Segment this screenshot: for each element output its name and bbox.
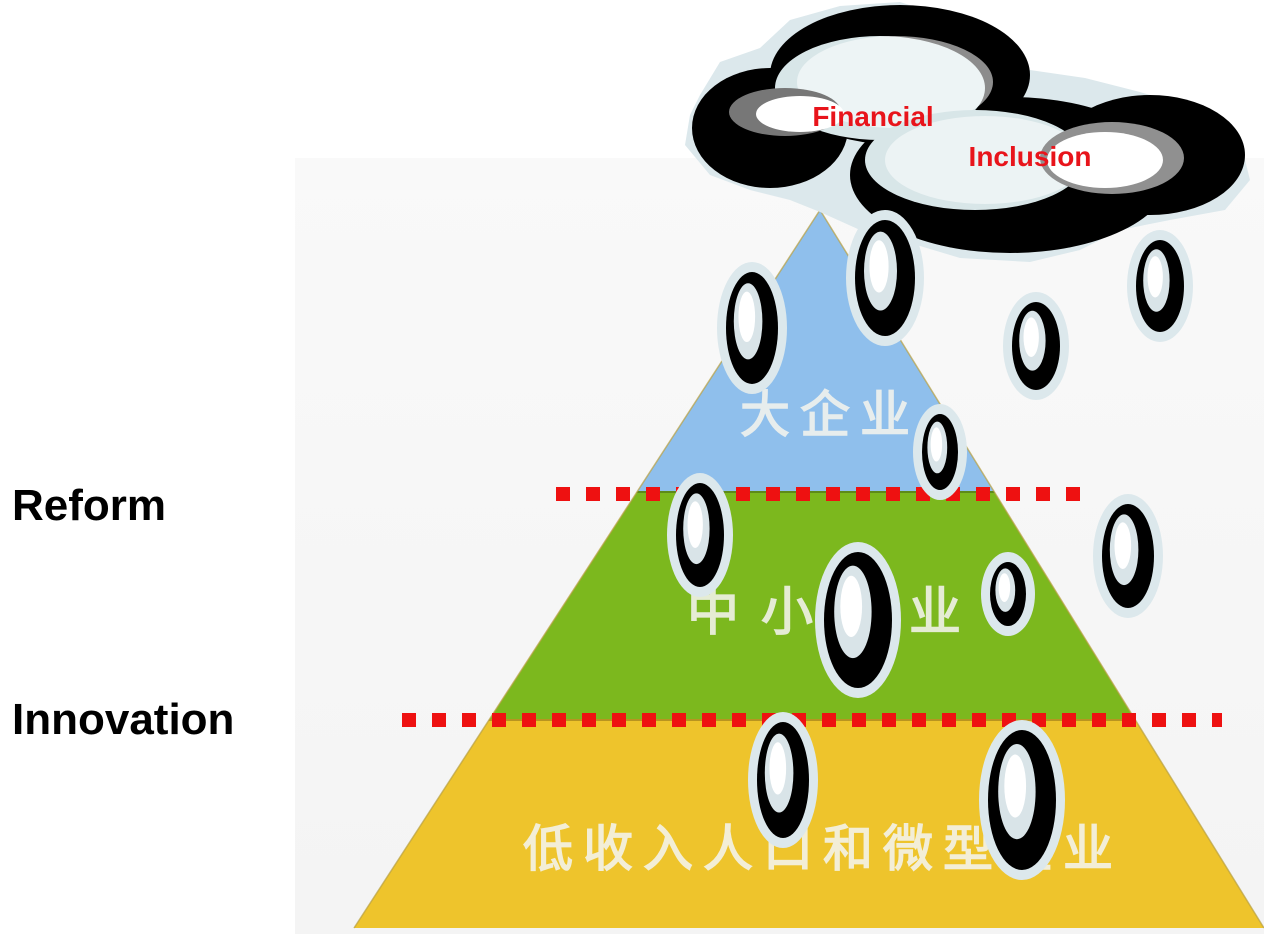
cloud-text-line1: Financial (812, 101, 933, 132)
raindrop-icon (846, 210, 924, 346)
raindrop-icon (1127, 230, 1193, 342)
raindrop-icon (748, 712, 818, 848)
raindrop-icon (913, 404, 967, 500)
raindrop-icon (981, 552, 1035, 636)
raindrops (667, 210, 1193, 880)
raindrop-icon (667, 473, 733, 597)
reform-label: Reform (12, 481, 167, 530)
raindrop-icon (1093, 494, 1163, 618)
raindrop-icon (979, 720, 1065, 880)
raindrop-icon (717, 262, 787, 394)
innovation-label: Innovation (12, 695, 235, 744)
tier-top-label: 大企业 (740, 385, 920, 444)
raindrop-icon (815, 542, 901, 698)
cloud-text-line2: Inclusion (969, 141, 1092, 172)
raindrop-icon (1003, 292, 1069, 400)
cloud-icon (685, 2, 1250, 262)
